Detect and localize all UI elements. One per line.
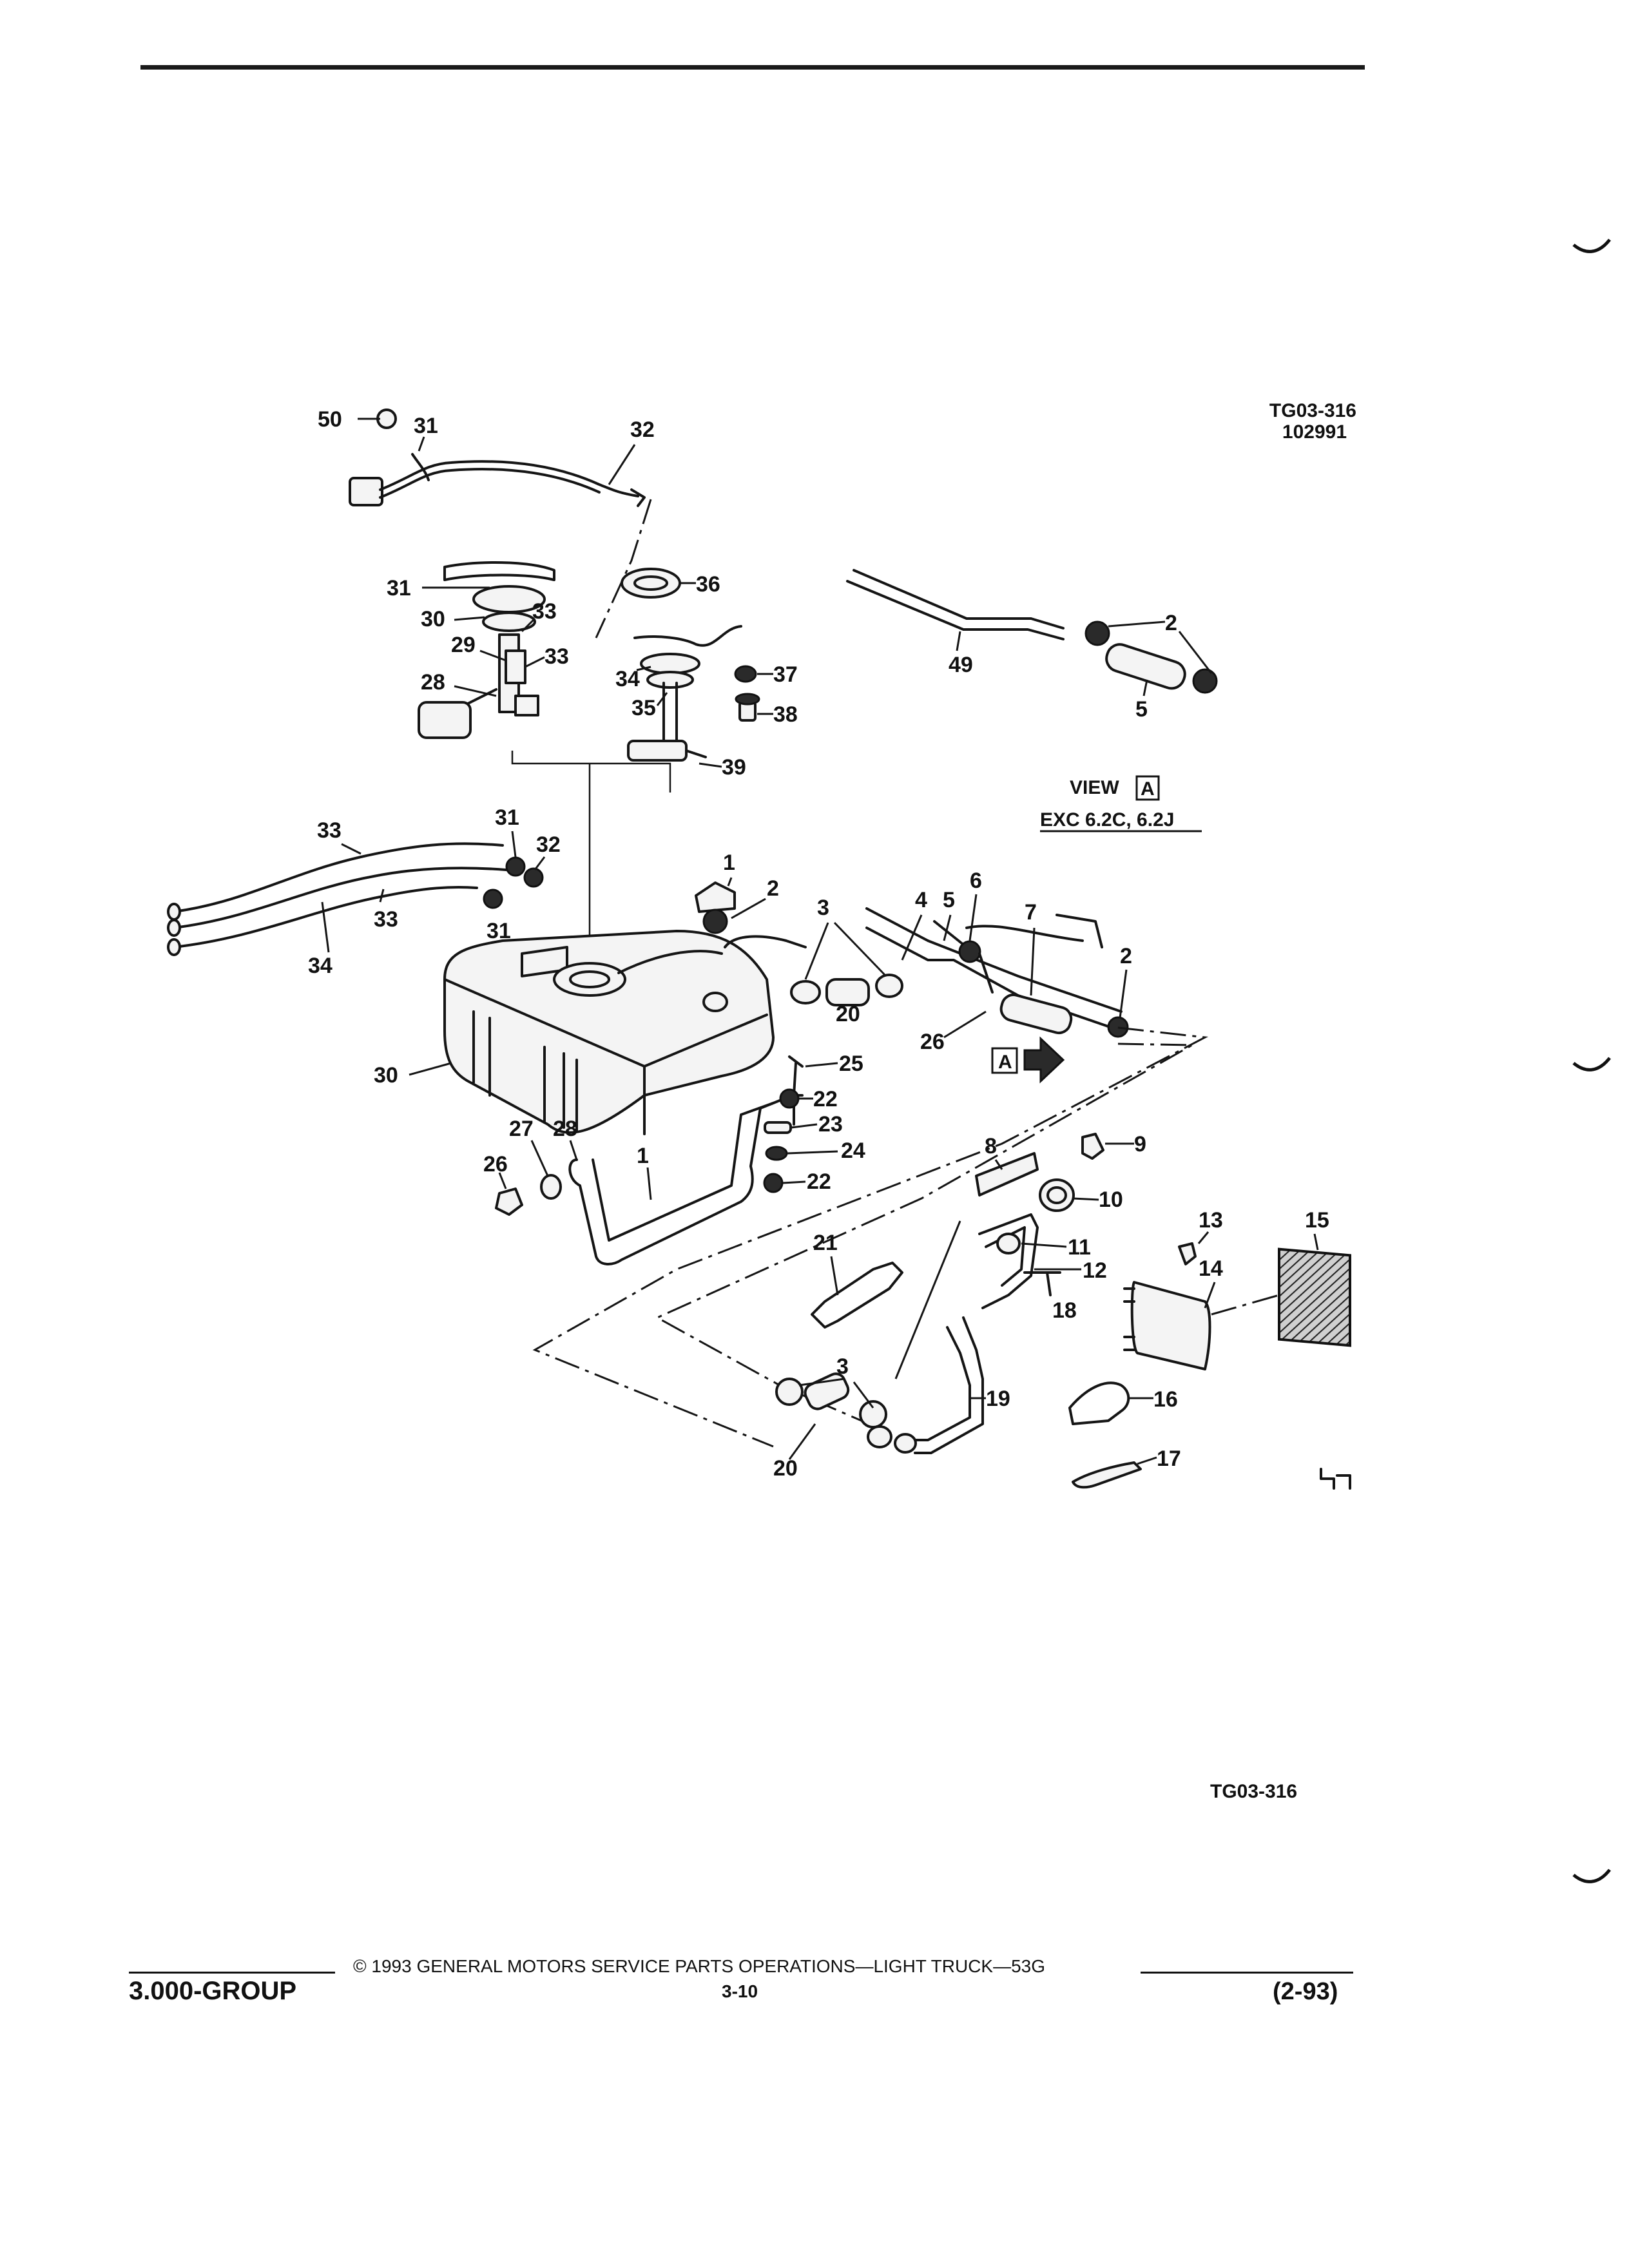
callout-28: 27 [509,1117,534,1141]
footer-date: (2-93) [1273,1978,1338,2005]
callout-25: 25 [839,1052,863,1076]
callout-50: 50 [318,407,342,432]
callout-20-upper: 20 [836,1002,860,1026]
callout-46: 37 [773,662,798,687]
view-a-marker-box [991,1047,1018,1074]
callout-5-vent: 5 [1135,697,1148,722]
callout-2-vent: 2 [1165,611,1177,635]
view-label-text: VIEW [1070,777,1119,798]
callout-1-strap: 1 [637,1144,649,1168]
callout-22-lower: 22 [807,1169,831,1194]
view-a-marker-letter: A [998,1052,1012,1073]
callout-23: 23 [818,1112,843,1137]
callout-48: 39 [722,755,746,780]
callout-3-lower: 3 [836,1354,849,1379]
view-label-exception: EXC 6.2C, 6.2J [1040,809,1174,831]
fuel-line-upper [724,907,1129,1038]
logo-mark [1320,1468,1351,1490]
callout-9: 9 [1134,1132,1146,1157]
callout-45: 36 [696,572,720,597]
tank-straps [568,881,794,1265]
footer-rule-left [129,1972,335,1974]
margin-mark-3 [1572,1869,1611,1883]
gasket-16 [1068,1381,1130,1425]
callout-37: 30 [421,607,445,631]
view-a-label: VIEW A EXC 6.2C, 6.2J [1040,775,1202,832]
callout-14: 14 [1199,1256,1223,1281]
footer-page: 3-10 [722,1981,758,2001]
grommet-and-fitting [734,665,760,722]
callout-7: 7 [1025,900,1037,925]
callout-15: 15 [1305,1208,1329,1233]
callout-11: 11 [1068,1235,1091,1260]
callout-2-strap: 2 [767,876,779,901]
vent-pipe [846,569,1218,694]
callout-1-top: 1 [723,850,735,875]
callout-40: 32 [630,418,655,442]
callout-4: 4 [915,888,927,912]
drawing-id: TG03-316 [1269,400,1356,421]
callout-13: 13 [1199,1208,1223,1233]
callout-21: 21 [813,1231,838,1255]
lock-ring [621,568,681,599]
fuel-pump-assembly [627,625,742,762]
fuel-sender-left [418,561,555,739]
callout-6: 6 [970,869,982,893]
callout-38: 31 [387,576,411,601]
callout-30: 30 [374,1063,398,1088]
callout-29: 28 [553,1117,577,1141]
margin-mark-1 [1572,238,1611,253]
callout-39: 31 [414,414,438,438]
callout-10: 10 [1099,1187,1123,1212]
top-rule [140,65,1365,70]
callout-44: 35 [631,696,656,720]
fuel-door [1123,1242,1351,1370]
callout-24: 24 [841,1139,865,1163]
callout-35: 28 [421,670,445,695]
callout-8: 8 [985,1134,997,1158]
callout-18: 18 [1052,1298,1077,1323]
callout-43: 34 [615,667,640,691]
footer-group: 3.000-GROUP [129,1977,297,2005]
view-direction-arrow [1023,1036,1065,1084]
wiring-harness [349,408,646,507]
callout-5-upper: 5 [943,888,955,912]
drawing-date: 102991 [1282,421,1347,443]
callout-34: 34 [308,954,333,978]
callout-16: 16 [1153,1387,1178,1412]
callout-27: 26 [483,1152,508,1177]
callout-19: 19 [986,1387,1010,1411]
callout-2-upper: 2 [1120,944,1132,968]
callout-42: 33 [545,644,569,669]
callout-26: 26 [920,1030,945,1054]
callout-33-lower: 33 [374,907,398,932]
callout-41: 33 [532,599,557,624]
footer-copyright: © 1993 GENERAL MOTORS SERVICE PARTS OPER… [353,1956,1046,1976]
figure-id-bottom: TG03-316 [1210,1781,1297,1802]
callout-47: 38 [773,702,798,727]
tether-17 [1072,1461,1142,1489]
callout-20-lower: 20 [773,1456,798,1481]
callout-31-upper: 31 [495,805,519,830]
callout-49: 49 [949,653,973,677]
callout-3-upper: 3 [817,896,829,920]
callout-32: 32 [536,832,561,857]
callout-36: 29 [451,633,476,657]
margin-mark-2 [1572,1057,1611,1072]
callout-22-upper: 22 [813,1087,838,1111]
fuel-tank [443,930,775,1135]
fuel-lines [167,842,544,956]
callout-17: 17 [1157,1446,1181,1471]
callout-33-upper: 33 [317,818,342,843]
callout-12: 12 [1083,1258,1107,1283]
view-label-letter: A [1141,778,1155,800]
footer-rule-right [1141,1972,1353,1974]
